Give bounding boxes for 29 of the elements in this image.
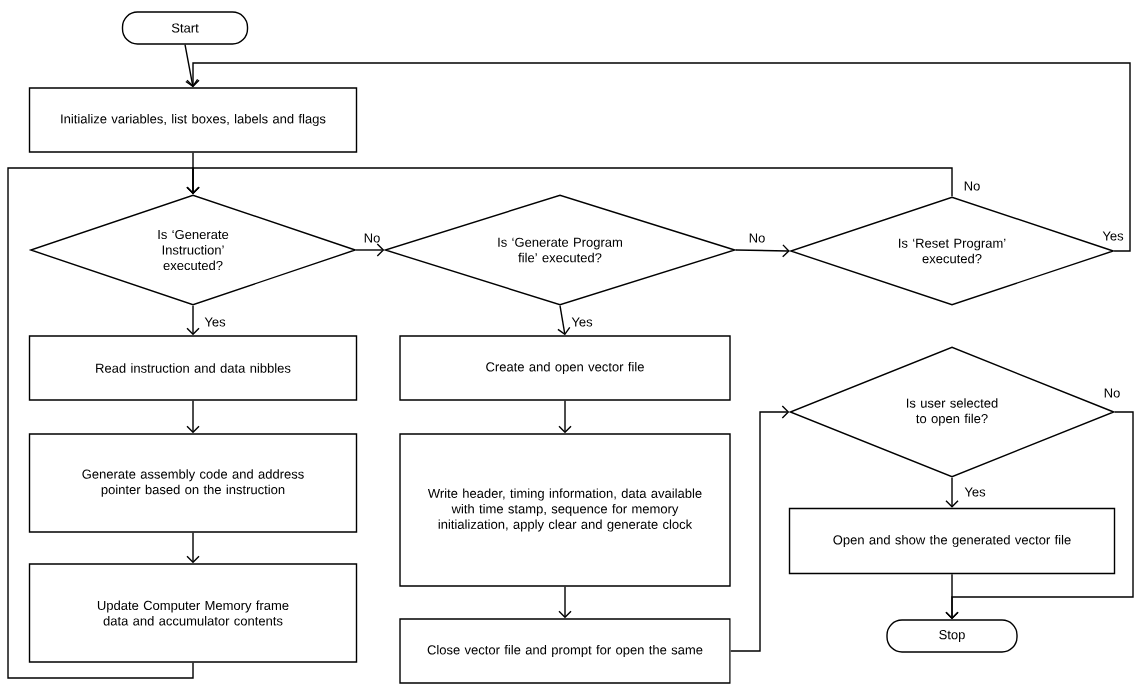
process-box: Close vector file and prompt for open the same [399,618,731,684]
arrow [186,305,200,336]
arrow [945,477,959,508]
arrow [945,573,959,620]
arrow [730,405,790,652]
process-box: Open and show the generated vector file [788,507,1116,575]
arrow [186,400,200,434]
process-box: Read instruction and data nibbles [28,335,358,401]
arrow [186,167,953,197]
arrow [558,586,572,619]
edge-label: Yes [571,317,593,327]
process-box: Update Computer Memory frame data and accumulator contents [28,563,358,663]
edge-label: Yes [964,487,986,497]
edge-label: No [749,233,765,243]
arrow [355,243,385,257]
edge-label: No [964,181,980,191]
process-box: Create and open vector file [399,335,731,401]
edge-label: Yes [204,317,226,327]
arrow [186,62,1131,252]
process-box: Write header, timing information, data available with time stamp, sequence for memory initialization, apply clear and generate clock [399,433,731,587]
process-box: Initialize variables, list boxes, labels and flags [28,87,358,153]
arrow [186,532,200,564]
arrow [184,44,199,88]
edge-label: Yes [1102,231,1124,241]
arrow [558,400,572,434]
arrow [557,305,571,336]
process-box: Generate assembly code and address pointer based on the instruction [28,433,358,533]
edge-label: No [364,233,380,243]
arrow [735,244,790,258]
